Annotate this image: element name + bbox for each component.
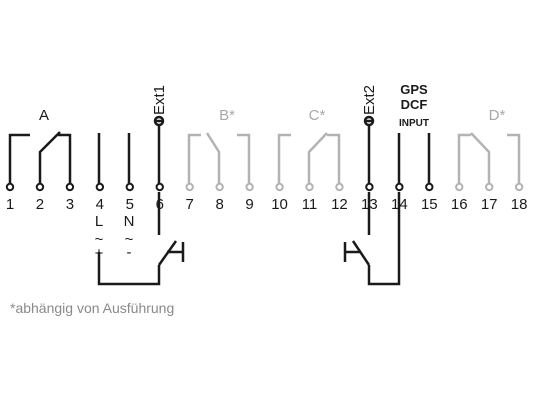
terminal-15-number: 15: [421, 196, 438, 213]
terminal-9-number: 9: [245, 196, 253, 213]
terminal-2-number: 2: [36, 196, 44, 213]
relay-d-label: D*: [489, 107, 506, 124]
ext2-switch: [343, 192, 401, 286]
terminal-4-number: 4: [96, 196, 104, 213]
footnote: *abhängig von Ausführung: [10, 300, 175, 316]
power-minus-label: -: [127, 244, 132, 261]
terminal-18-dot: [514, 182, 524, 192]
relay-a-label: A: [39, 107, 49, 124]
terminal-13-dot: [365, 182, 374, 192]
terminal-3-number: 3: [66, 196, 74, 213]
relay-b-contact: [187, 132, 251, 185]
terminal-5-number: 5: [126, 196, 134, 213]
terminal-8-number: 8: [215, 196, 223, 213]
relay-c-contact: [277, 132, 341, 185]
terminal-6-dot: [155, 182, 164, 192]
terminal-18-number: 18: [511, 196, 528, 213]
terminal-16-dot: [455, 182, 464, 192]
terminal-8-dot: [215, 182, 224, 192]
terminal-14-number: 14: [391, 196, 408, 213]
terminal-17-number: 17: [481, 196, 498, 213]
ext1-switch: [97, 192, 185, 286]
terminal-11-number: 11: [302, 196, 318, 213]
terminal-7-dot: [185, 182, 194, 192]
input-label: INPUT: [399, 118, 429, 129]
ext2-label: Ext2: [361, 85, 378, 115]
terminal-1-dot: [5, 182, 15, 192]
relay-b-label: B*: [219, 107, 235, 124]
terminal-12-dot: [335, 182, 344, 192]
terminal-6-number: 6: [156, 196, 164, 213]
terminal-13-number: 13: [361, 196, 378, 213]
dcf-label: DCF: [401, 97, 428, 112]
ext1-input-symbol: [153, 115, 165, 185]
terminal-9-dot: [245, 182, 254, 192]
gps-label: GPS: [400, 82, 428, 97]
relay-c-label: C*: [309, 107, 326, 124]
terminal-10-number: 10: [271, 196, 288, 213]
terminal-17-dot: [485, 182, 494, 192]
ext1-label: Ext1: [151, 85, 168, 115]
terminal-14-dot: [395, 182, 404, 192]
terminal-10-dot: [275, 182, 284, 192]
relay-d-contact: [457, 132, 521, 185]
terminal-11-dot: [305, 182, 314, 192]
terminal-1-number: 1: [6, 196, 14, 213]
relay-a-contact: [8, 131, 72, 185]
power-n-label: N: [124, 213, 135, 230]
ext2-input-symbol: [363, 115, 375, 185]
terminal-7-number: 7: [186, 196, 194, 213]
power-l-label: L: [95, 213, 103, 230]
terminal-12-number: 12: [331, 196, 348, 213]
power-n-ac-label: ~: [125, 231, 134, 248]
terminal-15-dot: [425, 182, 434, 192]
terminal-2-dot: [35, 182, 45, 192]
power-l-ac-label: ~: [95, 231, 104, 248]
terminal-3-dot: [65, 182, 75, 192]
terminal-16-number: 16: [451, 196, 468, 213]
terminal-4-dot: [95, 182, 105, 192]
terminal-5-dot: [125, 182, 135, 192]
